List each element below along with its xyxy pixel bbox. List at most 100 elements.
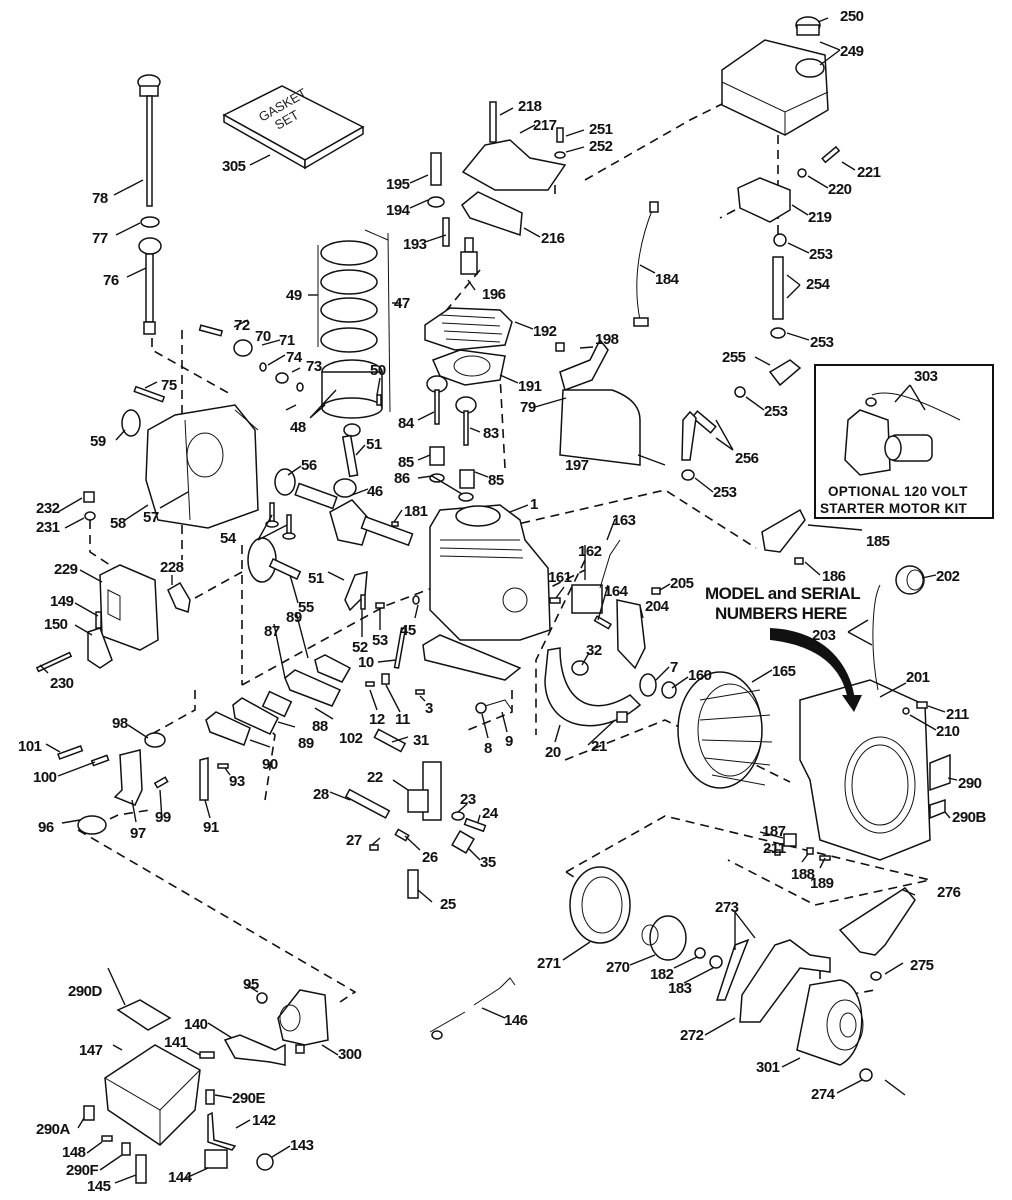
carburetor-cover-part — [104, 1044, 201, 1146]
part-label-50: 50 — [370, 362, 386, 379]
part-label-24: 24 — [482, 805, 499, 822]
spring-cap-part — [429, 473, 445, 483]
screw-part — [415, 689, 425, 695]
pulley-part — [641, 915, 687, 961]
washer-part — [694, 947, 706, 959]
part-label-141: 141 — [164, 1034, 188, 1051]
screw-part — [133, 385, 166, 403]
part-label-31: 31 — [413, 732, 429, 749]
rod-cap-part — [344, 571, 368, 612]
part-label-149: 149 — [50, 593, 74, 610]
bracket-part — [737, 177, 791, 223]
optional-kit-caption-line2: STARTER MOTOR KIT — [820, 501, 968, 516]
part-label-22: 22 — [367, 769, 383, 786]
part-label-272: 272 — [680, 1027, 704, 1044]
crankshaft-part — [294, 482, 414, 547]
screw-part — [90, 754, 110, 767]
part-label-75: 75 — [161, 377, 177, 394]
part-label-21: 21 — [591, 738, 607, 755]
key-part — [391, 521, 399, 527]
part-label-165: 165 — [772, 663, 796, 680]
part-label-95: 95 — [243, 976, 259, 993]
part-label-290D: 290D — [68, 983, 103, 1000]
optional-kit-caption-line1: OPTIONAL 120 VOLT — [828, 484, 968, 499]
part-label-290B: 290B — [952, 809, 987, 826]
part-label-89: 89 — [286, 609, 302, 626]
part-label-185: 185 — [866, 533, 890, 550]
connecting-rod-part — [333, 423, 361, 498]
shield-part — [616, 599, 646, 670]
part-label-196: 196 — [482, 286, 506, 303]
part-label-144: 144 — [168, 1169, 193, 1186]
nut-part — [661, 681, 677, 699]
part-label-216: 216 — [541, 230, 565, 247]
part-label-219: 219 — [808, 209, 832, 226]
part-label-12: 12 — [369, 711, 385, 728]
part-shapes: GASKET SET — [35, 16, 994, 1184]
part-label-140: 140 — [184, 1016, 208, 1033]
oil-fill-tube-part — [138, 237, 162, 335]
part-label-290F: 290F — [66, 1162, 99, 1179]
part-label-32: 32 — [586, 642, 602, 659]
control-bracket-part — [407, 761, 442, 821]
decal-part — [83, 1105, 95, 1121]
part-label-186: 186 — [822, 568, 846, 585]
decal-part — [121, 1142, 131, 1156]
washer-part — [797, 168, 807, 178]
o-ring-part — [140, 216, 160, 228]
bracket-part — [461, 191, 523, 237]
part-label-204: 204 — [645, 598, 670, 615]
part-label-229: 229 — [54, 561, 78, 578]
shutoff-valve-part — [768, 359, 802, 387]
part-label-253: 253 — [764, 403, 788, 420]
part-label-143: 143 — [290, 1137, 314, 1154]
part-label-187: 187 — [762, 823, 786, 840]
part-label-232: 232 — [36, 500, 60, 517]
part-label-161: 161 — [548, 569, 572, 586]
washer-part — [84, 511, 96, 521]
lead-part — [599, 539, 621, 589]
part-label-193: 193 — [403, 236, 427, 253]
part-label-274: 274 — [811, 1086, 836, 1103]
part-label-290A: 290A — [36, 1121, 71, 1138]
part-label-35: 35 — [480, 854, 496, 871]
part-label-51: 51 — [366, 436, 382, 453]
part-label-93: 93 — [229, 773, 245, 790]
fuel-line-part — [691, 410, 717, 434]
screw-part — [794, 557, 804, 565]
part-label-255: 255 — [722, 349, 746, 366]
part-label-54: 54 — [220, 530, 237, 547]
part-label-198: 198 — [595, 331, 619, 348]
washer-part — [902, 707, 910, 715]
governor-gear-part — [233, 339, 253, 357]
washer-part — [427, 196, 445, 208]
part-label-250: 250 — [840, 8, 864, 25]
part-label-253: 253 — [810, 334, 834, 351]
part-label-218: 218 — [518, 98, 542, 115]
part-label-101: 101 — [18, 738, 42, 755]
fuel-cap-part — [795, 16, 821, 36]
gasket-part — [167, 581, 191, 613]
nut-part — [806, 847, 814, 855]
screw-part — [35, 651, 73, 673]
part-label-162: 162 — [578, 543, 602, 560]
part-label-253: 253 — [809, 246, 833, 263]
drain-lever-part — [207, 1111, 237, 1151]
screw-part — [153, 776, 169, 789]
part-label-191: 191 — [518, 378, 542, 395]
washer-part — [296, 382, 304, 392]
part-label-89: 89 — [298, 735, 314, 752]
clip-part — [451, 830, 475, 854]
screw-part — [101, 1135, 113, 1142]
part-label-28: 28 — [313, 786, 329, 803]
part-label-27: 27 — [346, 832, 362, 849]
gasket-part — [314, 654, 352, 683]
blower-housing-part — [799, 679, 931, 861]
part-label-211: 211 — [763, 840, 786, 857]
part-label-205: 205 — [670, 575, 694, 592]
part-label-77: 77 — [92, 230, 108, 247]
part-label-182: 182 — [650, 966, 674, 983]
part-label-52: 52 — [352, 639, 368, 656]
valve-part — [426, 375, 477, 446]
part-label-202: 202 — [936, 568, 960, 585]
